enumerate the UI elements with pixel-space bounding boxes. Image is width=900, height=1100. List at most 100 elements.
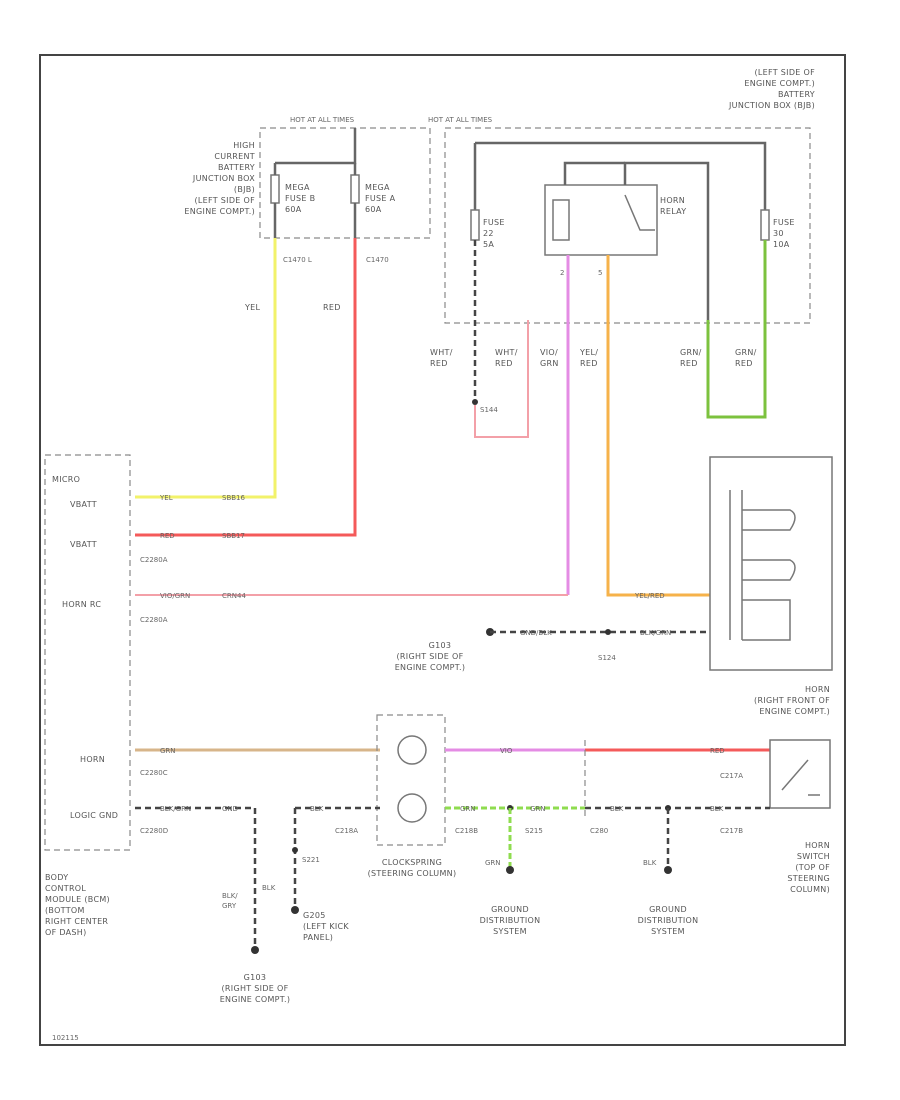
svg-text:MODULE (BCM): MODULE (BCM) [45,895,110,904]
svg-text:JUNCTION BOX: JUNCTION BOX [192,174,255,183]
grn-3-label: GRN [485,859,501,867]
svg-text:RED: RED [735,359,753,368]
s215-label: S215 [525,827,543,835]
grn-2-label: GRN [530,805,546,813]
mega-fuse-b-label: MEGA FUSE B 60A [285,183,315,214]
horn-relay-coil [552,199,570,241]
svg-text:30: 30 [773,229,784,238]
horn-label: HORN (RIGHT FRONT OF ENGINE COMPT.) [754,685,830,716]
g103-label: G103 (RIGHT SIDE OF ENGINE COMPT.) [395,641,465,672]
svg-text:YEL/: YEL/ [579,348,598,357]
svg-text:OF DASH): OF DASH) [45,928,87,937]
crn44-label: CRN44 [222,592,246,600]
fuse-30 [760,209,770,241]
horn-switch-label: HORN SWITCH (TOP OF STEERING COLUMN) [787,841,830,894]
svg-text:SYSTEM: SYSTEM [651,927,685,936]
clockspring-label: CLOCKSPRING (STEERING COLUMN) [368,858,456,878]
blk-2-label: BLK [610,805,624,813]
yel-red-2-label: YEL/RED [634,592,665,600]
svg-text:RELAY: RELAY [660,207,687,216]
wire-grn-red-loop [706,240,767,419]
battery-junction-label: (LEFT SIDE OF ENGINE COMPT.) BATTERY JUN… [728,68,815,110]
bcm-label: BODY CONTROL MODULE (BCM) (BOTTOM RIGHT … [45,873,110,937]
svg-text:CLOCKSPRING: CLOCKSPRING [382,858,442,867]
bcm-vbatt-2: VBATT [70,540,97,549]
blk-gry-label: BLK/ GRY [222,892,238,910]
wire-red-label: RED [323,303,341,312]
svg-text:GRN/: GRN/ [735,348,757,357]
relay-pin-2: 2 [560,269,564,277]
svg-text:ENGINE COMPT.): ENGINE COMPT.) [744,79,815,88]
vio-grn-label: VIO/ GRN [540,348,559,368]
hcbjb-label: HIGH CURRENT BATTERY JUNCTION BOX (BJB) … [184,141,255,216]
horn-box [709,456,833,671]
horn-relay-contact [624,194,655,231]
bcm-box [44,454,131,851]
yel-red-label: YEL/ RED [579,348,598,368]
svg-text:PANEL): PANEL) [303,933,333,942]
svg-text:60A: 60A [365,205,382,214]
blk-5-label: BLK [262,884,276,892]
s124-splice [605,629,611,635]
svg-text:(RIGHT SIDE OF: (RIGHT SIDE OF [222,984,289,993]
hot-at-all-times-left: HOT AT ALL TIMES [290,116,355,124]
svg-text:MEGA: MEGA [365,183,390,192]
svg-text:10A: 10A [773,240,790,249]
svg-text:FUSE B: FUSE B [285,194,315,203]
svg-text:RED: RED [495,359,513,368]
svg-text:STEERING: STEERING [787,874,830,883]
svg-text:HIGH: HIGH [233,141,255,150]
clockspring-coil-1 [397,735,427,765]
svg-text:(BJB): (BJB) [234,185,255,194]
c2280a-label: C2280A [140,556,168,564]
ground-dist-2-terminal [664,866,672,874]
svg-text:FUSE: FUSE [483,218,505,227]
s144-label: S144 [480,406,498,414]
grn-horn-label: GRN [160,747,176,755]
bcm-micro-label: MICRO [52,475,80,484]
c218b-label: C218B [455,827,478,835]
svg-text:ENGINE COMPT.): ENGINE COMPT.) [184,207,255,216]
gnd-label-1: GND [222,805,238,813]
relay-coil-feed [563,161,625,185]
fuse-22-label: FUSE 22 5A [483,218,505,249]
gnd-blk-label: GND/BLK [520,629,552,637]
svg-text:SYSTEM: SYSTEM [493,927,527,936]
svg-text:GRN: GRN [540,359,559,368]
blk-4-label: BLK [643,859,657,867]
svg-text:22: 22 [483,229,494,238]
c2280d-label: C2280D [140,827,168,835]
relay-pin-5: 5 [598,269,602,277]
ground-dist-1-label: GROUND DISTRIBUTION SYSTEM [480,905,541,936]
horn-symbol [729,490,796,641]
c218a-label: C218A [335,827,358,835]
grn-red-label-1: GRN/ RED [680,348,701,368]
vio-label: VIO [500,747,513,755]
clockspring-coil-2 [397,793,427,823]
wire-yel-red-horn [606,255,710,597]
svg-text:HORN: HORN [805,841,830,850]
svg-text:BODY: BODY [45,873,68,882]
hot-at-all-times-right: HOT AT ALL TIMES [428,116,493,124]
c1470-l-label: C1470 L [283,256,312,264]
svg-text:COLUMN): COLUMN) [790,885,830,894]
pin-yel-label: YEL [159,494,173,502]
svg-text:GROUND: GROUND [491,905,529,914]
svg-text:G103: G103 [244,973,267,982]
horn-relay [544,184,658,256]
grn-1-label: GRN [460,805,476,813]
svg-text:G103: G103 [429,641,452,650]
svg-text:(RIGHT SIDE OF: (RIGHT SIDE OF [397,652,464,661]
svg-text:RED: RED [680,359,698,368]
blk-label: BLK [310,805,324,813]
svg-text:WHT/: WHT/ [495,348,518,357]
svg-text:GRY: GRY [222,902,237,910]
grn-red-label-2: GRN/ RED [735,348,757,368]
battery-junction-box [444,127,811,324]
g103-ground-b [251,946,259,954]
pin-red-label: RED [160,532,175,540]
svg-text:CONTROL: CONTROL [45,884,86,893]
wire-red-vbatt [135,238,357,537]
hcbjb-box [259,127,431,239]
